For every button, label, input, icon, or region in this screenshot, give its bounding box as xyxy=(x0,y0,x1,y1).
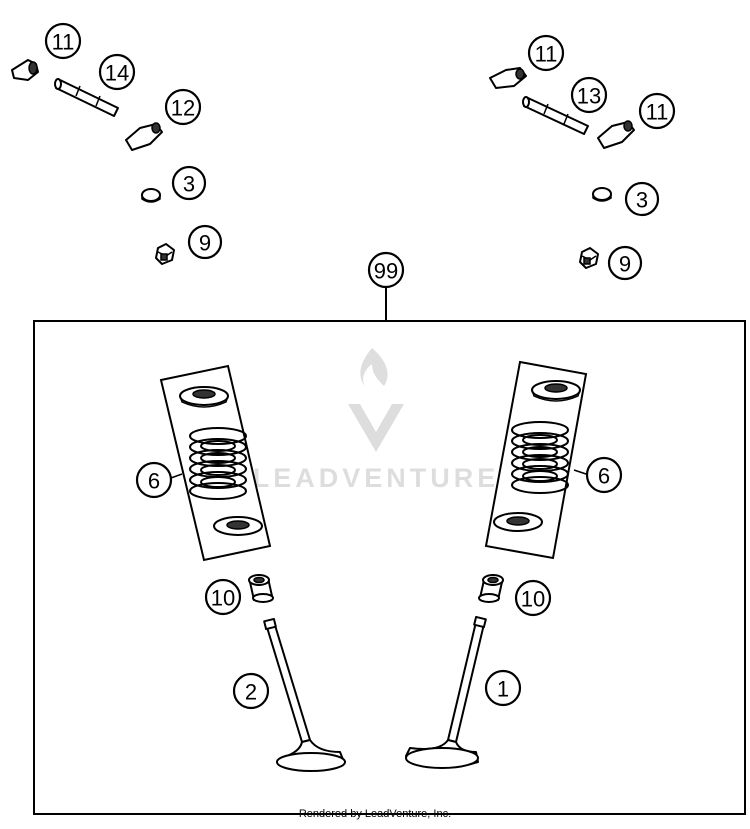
svg-text:2: 2 xyxy=(245,680,257,705)
exhaust-valve-part xyxy=(263,617,346,772)
svg-text:99: 99 xyxy=(374,259,398,284)
svg-text:11: 11 xyxy=(52,30,75,55)
leadventure-watermark: LEADVENTURE xyxy=(253,348,500,493)
callout-99: 99 xyxy=(367,251,405,289)
svg-text:11: 11 xyxy=(535,42,558,67)
v-logo-icon xyxy=(348,404,404,452)
svg-text:10: 10 xyxy=(211,586,235,611)
rocker-arm-right-part xyxy=(489,67,527,89)
intake-valve-part xyxy=(405,615,487,769)
callout-11-right: 11 xyxy=(638,92,676,130)
shim-right-part xyxy=(592,187,612,202)
spring-assembly-left-part xyxy=(159,364,272,562)
callout-12: 12 xyxy=(164,88,202,126)
callout-11-top-right: 11 xyxy=(527,34,565,72)
callout-3-left: 3 xyxy=(171,165,207,201)
callout-10-right: 10 xyxy=(514,579,552,617)
callout-2: 2 xyxy=(232,672,270,710)
svg-text:3: 3 xyxy=(636,188,648,213)
callout-3-right: 3 xyxy=(624,181,660,217)
valve-stem-seal-right-part xyxy=(478,574,504,603)
svg-text:10: 10 xyxy=(521,587,545,612)
rocker-arm-left-part xyxy=(11,59,39,81)
svg-text:3: 3 xyxy=(183,172,195,197)
valve-keeper-left-part xyxy=(155,243,175,265)
callout-9-left: 9 xyxy=(187,224,223,260)
rocker-shaft-left-part xyxy=(54,78,119,117)
valve-keeper-right-part xyxy=(579,247,599,269)
rocker-shaft-right-part xyxy=(522,96,589,135)
callout-14: 14 xyxy=(98,53,136,91)
callout-6-right: 6 xyxy=(585,456,623,494)
callout-9-right: 9 xyxy=(607,245,643,281)
leader-6-left xyxy=(170,473,183,479)
callout-11-top-left: 11 xyxy=(44,22,82,60)
footer-credit: Rendered by LeadVenture, Inc. xyxy=(298,808,452,820)
callout-6-left: 6 xyxy=(135,461,173,499)
svg-text:6: 6 xyxy=(598,464,610,489)
callout-13: 13 xyxy=(570,76,608,114)
spring-assembly-right-part xyxy=(484,360,588,560)
kit-outline xyxy=(33,320,746,815)
callout-10-left: 10 xyxy=(204,578,242,616)
callout-1: 1 xyxy=(484,669,522,707)
svg-text:6: 6 xyxy=(148,469,160,494)
svg-text:11: 11 xyxy=(646,100,669,125)
leader-6-right xyxy=(573,469,587,475)
svg-text:13: 13 xyxy=(577,84,601,109)
svg-text:1: 1 xyxy=(497,677,509,702)
svg-text:14: 14 xyxy=(105,61,129,86)
watermark-text: LEADVENTURE xyxy=(253,463,500,493)
svg-text:12: 12 xyxy=(171,96,195,121)
svg-text:9: 9 xyxy=(199,231,211,256)
svg-text:9: 9 xyxy=(619,252,631,277)
rocker-arm-right2-part xyxy=(597,120,635,149)
flame-logo-icon xyxy=(360,348,388,388)
valve-stem-seal-left-part xyxy=(248,574,274,603)
shim-left-part xyxy=(141,188,161,203)
rocker-arm-12-part xyxy=(125,122,163,151)
